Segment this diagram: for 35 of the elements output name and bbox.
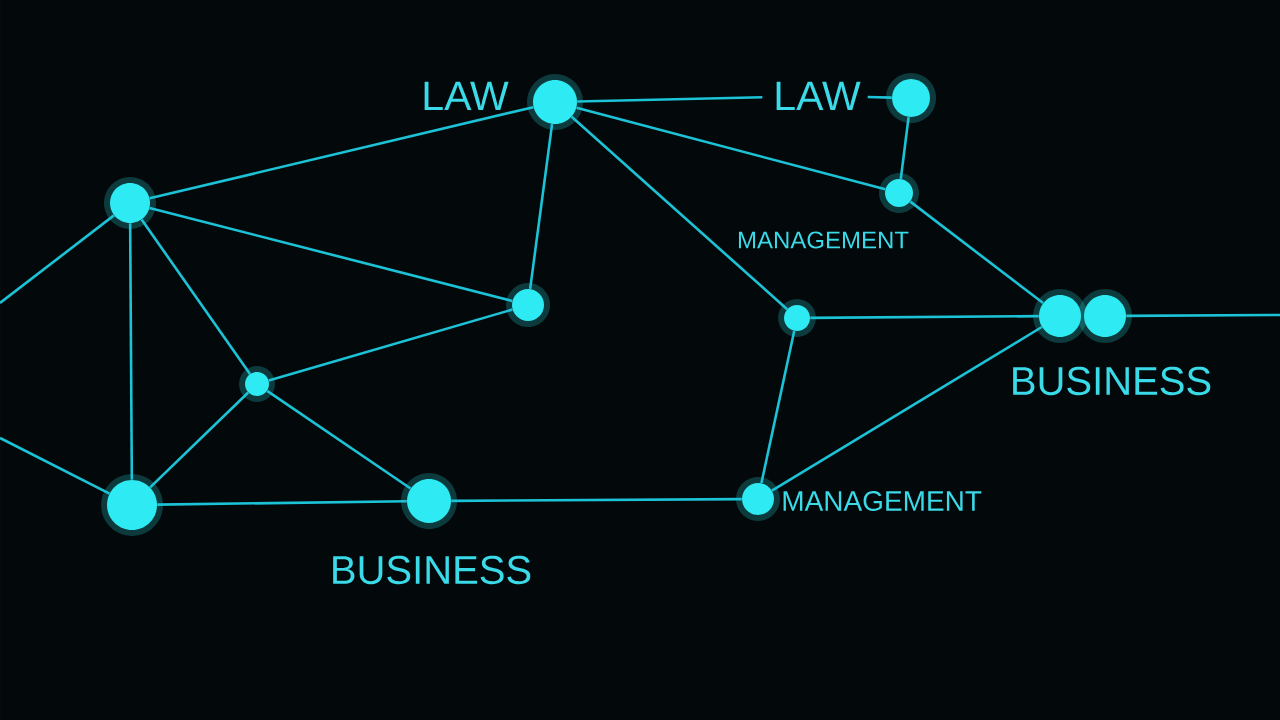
connector-line (867, 95, 892, 99)
glowing-dot (239, 366, 275, 402)
connector-line (0, 214, 115, 305)
glowing-dot (879, 173, 919, 213)
connector-line (266, 389, 412, 490)
text-label: MANAGEMENT (738, 231, 909, 249)
connector-line (771, 325, 1043, 492)
glowing-dot (885, 72, 937, 124)
connector-line (576, 106, 886, 191)
connector-line (157, 500, 407, 506)
glowing-dot (101, 474, 163, 536)
glowing-dot (778, 299, 816, 337)
connector-line (149, 105, 534, 200)
glowing-dot (104, 177, 156, 229)
connector-line (140, 218, 252, 375)
keyword-label: LAW (776, 81, 861, 111)
connector-line (451, 497, 742, 503)
connector-line (909, 200, 1044, 305)
node-label: LAW (424, 81, 509, 111)
connector-line (810, 314, 1039, 320)
connector-line (268, 308, 513, 382)
connector-line (528, 123, 554, 290)
connector-line (899, 116, 910, 179)
glowing-dot (506, 283, 550, 327)
connector-line (760, 330, 796, 484)
connector-line (0, 436, 111, 495)
connector-line (1126, 313, 1280, 318)
connector-line (149, 391, 250, 489)
node-label: MANAGEMENT (783, 491, 982, 511)
connector-line (570, 115, 788, 311)
connector-line (128, 223, 134, 480)
node-label: BUSINESS (333, 555, 531, 585)
node-label: BUSINESS (1013, 366, 1211, 396)
connector-line (577, 95, 763, 103)
connector-line (149, 206, 513, 303)
